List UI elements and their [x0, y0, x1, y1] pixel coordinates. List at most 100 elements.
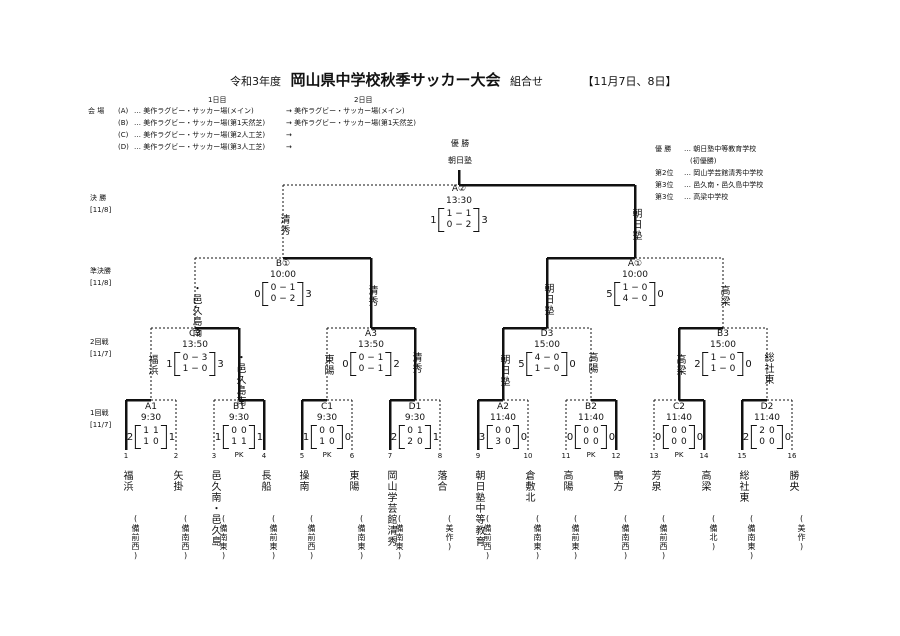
- team-name: 操南: [297, 470, 308, 492]
- bracket-right: [424, 425, 431, 449]
- score-half1b: 0: [593, 426, 599, 436]
- team-name: 芳泉: [649, 470, 660, 492]
- score-half1: 1: [143, 426, 149, 436]
- team-region: (備前西): [131, 514, 140, 561]
- score-left: 1: [214, 431, 222, 443]
- score-half1: 0: [319, 426, 325, 436]
- venue-key: (A): [118, 107, 129, 115]
- team-name: 福浜: [121, 470, 132, 492]
- score-half2: 1: [143, 437, 149, 447]
- match-code: A①: [627, 259, 643, 269]
- title-text: 岡山県中学校秋季サッカー大会: [290, 71, 501, 89]
- team-name: 倉敷北: [523, 470, 534, 503]
- score-left: 2: [742, 431, 750, 443]
- match-time: 11:40: [754, 413, 780, 423]
- seed-number: 10: [523, 452, 533, 460]
- match-time: 15:00: [534, 340, 560, 350]
- page-title: 令和3年度 岡山県中学校秋季サッカー大会 組合せ 【11月7日、8日】: [230, 69, 677, 90]
- team-semi-right: 高梁: [718, 285, 729, 307]
- venue-key: (D): [118, 143, 129, 151]
- score-right: 1: [432, 431, 440, 443]
- bracket-left: [751, 425, 758, 449]
- team-region: (備南東): [219, 514, 228, 561]
- bracket-right: [688, 425, 695, 449]
- team-r2-right: ・邑久島南: [234, 352, 245, 407]
- result-label: 優 勝: [655, 145, 672, 153]
- score-half1b: 1: [417, 426, 423, 436]
- score-half2: 3: [495, 437, 501, 447]
- score-half1: 0: [231, 426, 237, 436]
- score-half1: 0: [407, 426, 413, 436]
- round-date: [11/7]: [90, 350, 112, 358]
- score-half1: 0 − 1: [270, 283, 296, 293]
- team-name: 落合: [435, 470, 446, 492]
- title-dates: 【11月7日、8日】: [582, 75, 677, 88]
- score-half2: 0 − 1: [358, 364, 384, 374]
- match-time: 11:40: [578, 413, 604, 423]
- team-name: 朝日塾中等教育: [473, 470, 484, 547]
- match-code: B①: [275, 259, 291, 269]
- bracket-right: [737, 352, 744, 376]
- score-right: 3: [305, 288, 312, 300]
- team-region: (備南東): [357, 514, 366, 561]
- score-half1b: 0: [241, 426, 247, 436]
- bracket-right: [561, 352, 568, 376]
- round-name: 1回戦: [90, 409, 109, 417]
- bracket-right: [649, 282, 656, 306]
- round-date: [11/7]: [90, 421, 112, 429]
- score-half2b: 0: [505, 437, 511, 447]
- score-half1: 2: [759, 426, 765, 436]
- score-left: 0: [342, 358, 349, 370]
- bracket-left: [663, 425, 670, 449]
- match-code: A1: [145, 402, 157, 412]
- team-name: 邑久南・邑久島: [209, 470, 220, 547]
- team-r2-left: 東陽: [322, 354, 333, 376]
- team-region: (備前西): [483, 514, 492, 561]
- seed-number: 14: [699, 452, 709, 460]
- match-time: 13:50: [358, 340, 384, 350]
- bracket-right: [297, 282, 304, 306]
- venue-day1: … 美作ラグビー・サッカー場(第1天然芝): [134, 119, 266, 127]
- score-half1: 0 − 3: [182, 353, 208, 363]
- result-team: … 邑久南・邑久島中学校: [684, 181, 764, 189]
- score-half2b: 0: [153, 437, 159, 447]
- seed-number: 11: [561, 452, 571, 460]
- score-half2b: 0: [593, 437, 599, 447]
- score-right: 0: [344, 431, 352, 443]
- team-semi-left: 朝日塾: [542, 283, 553, 316]
- seed-number: 16: [787, 452, 797, 460]
- score-half2: 1 − 0: [710, 364, 736, 374]
- result-team: (初優勝): [690, 157, 717, 165]
- score-left: 1: [302, 431, 310, 443]
- venue-day1: … 美作ラグビー・サッカー場(第3人工芝): [134, 143, 266, 151]
- team-region: (備南西): [181, 514, 190, 561]
- venue-day2: →: [286, 143, 292, 151]
- team-name: 勝央: [787, 470, 798, 492]
- match-code: B1: [233, 402, 245, 412]
- bracket-left: [438, 208, 445, 232]
- team-r2-right: 高陽: [586, 352, 597, 374]
- match-time: 9:30: [228, 413, 250, 423]
- venue-day1: … 美作ラグビー・サッカー場(第2人工芝): [134, 131, 266, 139]
- bracket-left: [174, 352, 181, 376]
- match-code: D3: [540, 329, 554, 339]
- score-left: 1: [430, 214, 437, 226]
- bracket-left: [614, 282, 621, 306]
- venue-day1: … 美作ラグビー・サッカー場(メイン): [134, 107, 254, 115]
- team-final-right: 朝日塾: [630, 208, 641, 241]
- bracket-left: [135, 425, 142, 449]
- team-region: (備北): [709, 514, 718, 552]
- seed-number: 15: [737, 452, 747, 460]
- match-code: C2: [672, 402, 686, 412]
- score-half2b: 0: [417, 437, 423, 447]
